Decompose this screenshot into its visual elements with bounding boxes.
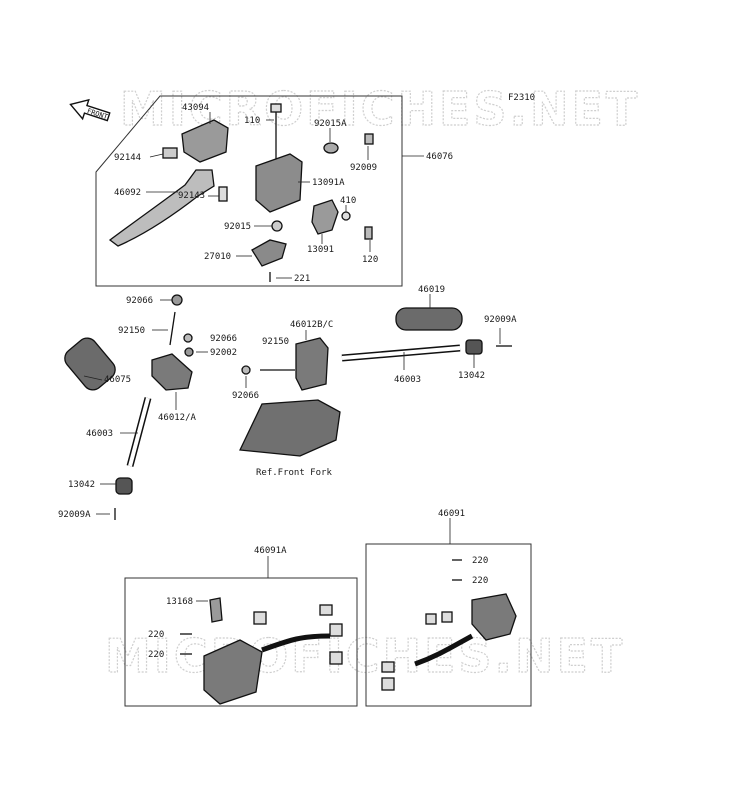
label-46075: 46075 xyxy=(104,375,131,385)
connector-c xyxy=(329,623,343,637)
bolt-110-head xyxy=(270,103,282,113)
label-46076: 46076 xyxy=(426,152,453,162)
label-43094: 43094 xyxy=(182,103,209,113)
connector-e xyxy=(425,613,437,625)
label-13042-left: 13042 xyxy=(68,480,95,490)
nut-410 xyxy=(341,211,351,221)
label-92002: 92002 xyxy=(210,348,237,358)
screw-92009 xyxy=(364,133,374,145)
front-label: FRONT xyxy=(86,107,109,121)
label-410: 410 xyxy=(340,196,356,206)
label-46012a: 46012/A xyxy=(158,413,197,423)
label-92144: 92144 xyxy=(114,153,141,163)
label-220-a: 220 xyxy=(472,556,488,566)
connector-g xyxy=(381,661,395,673)
label-92150-a: 92150 xyxy=(118,326,145,336)
label-221: 221 xyxy=(294,274,310,284)
diagram-code: F2310 xyxy=(508,93,535,103)
front-arrow-icon: FRONT xyxy=(69,98,111,121)
label-46019: 46019 xyxy=(418,285,445,295)
handlebar-holder-left xyxy=(151,353,193,391)
left-switch-box xyxy=(124,577,358,707)
label-220-d: 220 xyxy=(148,650,164,660)
label-46091a: 46091A xyxy=(254,546,287,556)
washer-92015a xyxy=(323,142,339,154)
bolt-92002 xyxy=(184,347,194,357)
label-92066-b: 92066 xyxy=(210,334,237,344)
label-46092: 46092 xyxy=(114,188,141,198)
bolt-92150-a xyxy=(169,311,176,346)
right-switch-housing xyxy=(471,593,517,641)
clutch-switch-13168 xyxy=(209,597,223,623)
label-92143: 92143 xyxy=(178,191,205,201)
switch-27010 xyxy=(251,239,287,267)
spring xyxy=(162,147,178,159)
part-labels: 43094 110 92015A 92144 92009 46076 13091… xyxy=(58,103,517,660)
label-27010: 27010 xyxy=(204,252,231,262)
grip-left xyxy=(64,337,116,391)
label-120: 120 xyxy=(362,255,378,265)
handlebar-left-inner xyxy=(128,397,150,467)
left-switch-wire xyxy=(261,633,331,653)
label-92150-b: 92150 xyxy=(262,337,289,347)
right-switch-wire xyxy=(414,633,474,667)
nut-92066-a xyxy=(171,294,183,306)
leader-lines xyxy=(83,112,501,602)
connector-b xyxy=(319,604,333,616)
handlebar-right-inner xyxy=(341,346,461,360)
connector-f xyxy=(441,611,453,623)
connector-h xyxy=(381,677,395,691)
connector-a xyxy=(253,611,267,625)
washer-92066-b xyxy=(183,333,193,343)
handlebar-holder-right xyxy=(295,337,329,391)
label-92009: 92009 xyxy=(350,163,377,173)
label-46003-left: 46003 xyxy=(86,429,113,439)
label-92015: 92015 xyxy=(224,222,251,232)
clutch-lever xyxy=(108,169,215,247)
nut-92015 xyxy=(271,220,283,232)
lever-holder xyxy=(255,153,303,213)
screw-120 xyxy=(364,226,373,240)
label-46091: 46091 xyxy=(438,509,465,519)
label-220-b: 220 xyxy=(472,576,488,586)
lever-assembly-box xyxy=(95,95,403,287)
label-46003-right: 46003 xyxy=(394,375,421,385)
watermark-bottom: MICROFICHES.NET xyxy=(105,629,625,683)
bar-end-left xyxy=(115,477,133,495)
grip-right xyxy=(395,307,463,331)
left-switch-housing xyxy=(203,639,263,705)
label-92009a-left: 92009A xyxy=(58,510,91,520)
washer-92066-c xyxy=(241,365,251,375)
right-switch-box xyxy=(365,543,532,707)
label-220-c: 220 xyxy=(148,630,164,640)
top-bridge xyxy=(239,399,341,457)
label-46012bc: 46012B/C xyxy=(290,320,333,330)
pin xyxy=(218,186,228,202)
label-13091: 13091 xyxy=(307,245,334,255)
label-92009a-right: 92009A xyxy=(484,315,517,325)
bar-end-right xyxy=(465,339,483,355)
label-92066-c: 92066 xyxy=(232,391,259,401)
label-13091a: 13091A xyxy=(312,178,345,188)
lever-bracket xyxy=(181,119,229,163)
label-92066-a: 92066 xyxy=(126,296,153,306)
label-110: 110 xyxy=(244,116,260,126)
connector-d xyxy=(329,651,343,665)
clamp-13091 xyxy=(311,199,339,235)
label-92015a: 92015A xyxy=(314,119,347,129)
ref-front-fork: Ref.Front Fork xyxy=(256,468,332,478)
label-13042-right: 13042 xyxy=(458,371,485,381)
label-13168: 13168 xyxy=(166,597,193,607)
